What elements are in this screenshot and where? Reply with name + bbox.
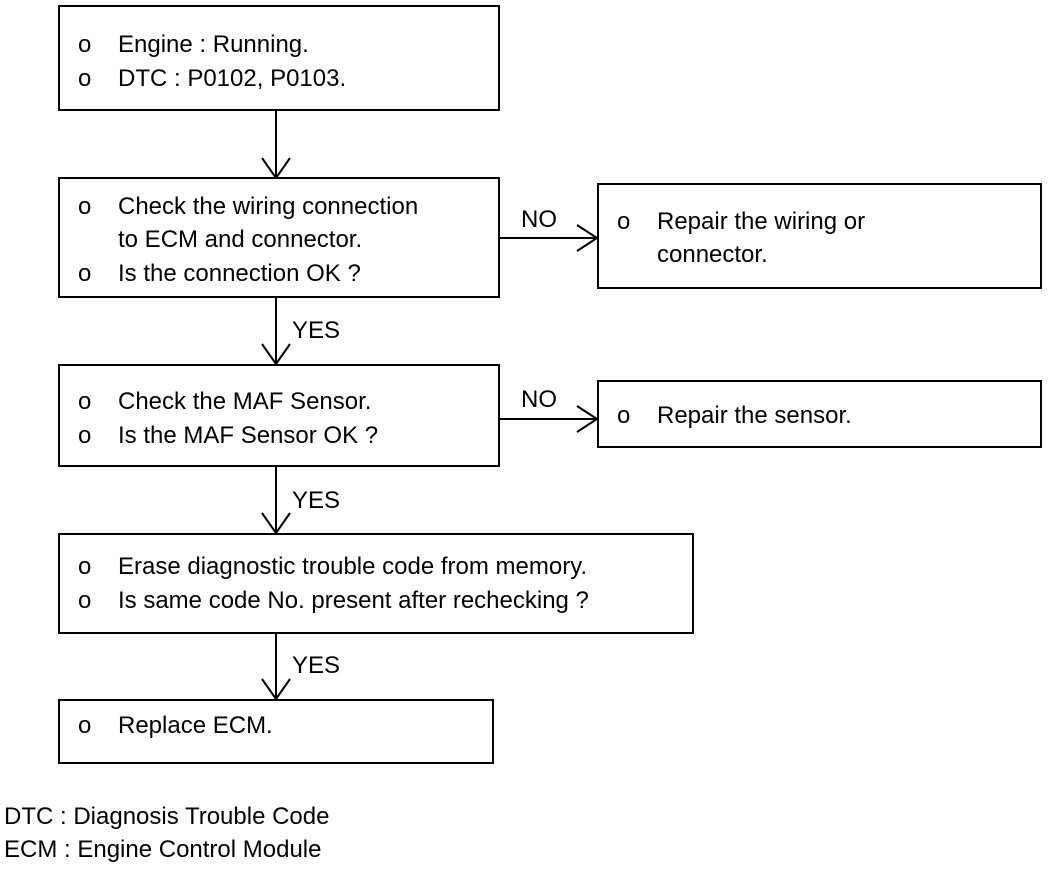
bullet-marker: o [617, 402, 631, 429]
step-replace-ecm-box: o Replace ECM. [58, 699, 494, 764]
legend-ecm: ECM : Engine Control Module [4, 836, 322, 863]
step-maf-check-box: o Check the MAF Sensor. o Is the MAF Sen… [58, 364, 500, 467]
bullet-marker: o [78, 260, 92, 287]
repair-wiring-line-1: Repair the wiring or [657, 208, 866, 235]
wiring-line-2: to ECM and connector. [118, 226, 363, 253]
bullet-marker: o [617, 208, 631, 235]
start-line-1: Engine : Running. [118, 31, 309, 58]
bullet-marker: o [78, 553, 92, 580]
wiring-line-3: Is the connection OK ? [118, 260, 361, 287]
bullet-marker: o [78, 193, 92, 220]
bullet-marker: o [78, 422, 92, 449]
label-yes-maf: YES [292, 487, 341, 514]
repair-sensor-line-1: Repair the sensor. [657, 402, 852, 429]
label-no-maf: NO [521, 386, 557, 413]
label-no-wiring: NO [521, 206, 557, 233]
maf-line-2: Is the MAF Sensor OK ? [118, 422, 379, 449]
erase-line-2: Is same code No. present after recheckin… [118, 587, 589, 614]
step-wiring-check-box: o Check the wiring connection to ECM and… [58, 177, 500, 298]
bullet-marker: o [78, 388, 92, 415]
label-yes-wiring: YES [292, 317, 341, 344]
maf-line-1: Check the MAF Sensor. [118, 388, 372, 415]
bullet-marker: o [78, 712, 92, 739]
legend-dtc: DTC : Diagnosis Trouble Code [4, 803, 330, 830]
step-repair-wiring-box: o Repair the wiring or connector. [597, 183, 1042, 289]
erase-line-1: Erase diagnostic trouble code from memor… [118, 553, 588, 580]
step-erase-code-box: o Erase diagnostic trouble code from mem… [58, 533, 694, 634]
step-repair-sensor-box: o Repair the sensor. [597, 380, 1042, 448]
label-yes-erase: YES [292, 652, 341, 679]
wiring-line-1: Check the wiring connection [118, 193, 419, 220]
bullet-marker: o [78, 31, 92, 58]
bullet-marker: o [78, 587, 92, 614]
repair-wiring-line-2: connector. [657, 241, 768, 268]
bullet-marker: o [78, 65, 92, 92]
start-line-2: DTC : P0102, P0103. [118, 65, 347, 92]
step-start-box: o Engine : Running. o DTC : P0102, P0103… [58, 5, 500, 111]
replace-line-1: Replace ECM. [118, 712, 273, 739]
